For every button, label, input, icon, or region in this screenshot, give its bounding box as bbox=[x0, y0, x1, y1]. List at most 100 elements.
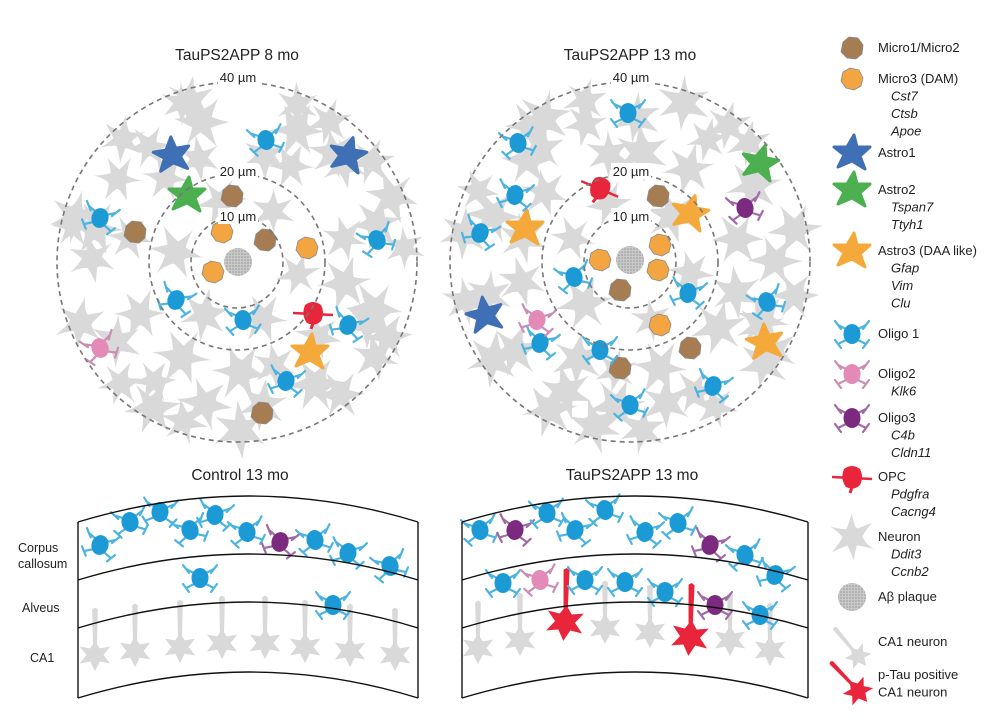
dam-microglia-icon bbox=[648, 233, 672, 257]
label-alveus: Alveus bbox=[22, 601, 60, 615]
dam-microglia-icon bbox=[840, 67, 864, 91]
legend-gene: Klk6 bbox=[891, 384, 917, 399]
legend-gene: C4b bbox=[891, 428, 915, 443]
amyloid-plaque-icon bbox=[224, 248, 252, 276]
dam-microglia-icon bbox=[210, 220, 234, 244]
legend-label: Oligo3 bbox=[878, 410, 916, 425]
panel-title: Control 13 mo bbox=[191, 467, 288, 484]
panel-tauPS2APP-8mo: TauPS2APP 8 mo 40 µm 20 µm 10 µm bbox=[43, 47, 433, 467]
legend-gene: Cacng4 bbox=[891, 504, 936, 519]
legend-gene: Vim bbox=[891, 278, 913, 293]
neuron-icon bbox=[144, 221, 208, 283]
panel-title: TauPS2APP 8 mo bbox=[175, 47, 299, 64]
legend-label: p-Tau positive bbox=[878, 667, 958, 682]
legend-label: Aβ plaque bbox=[878, 589, 937, 604]
oligodendrocyte1-icon bbox=[624, 515, 666, 550]
oligodendrocyte1-icon bbox=[226, 515, 268, 550]
oligodendrocyte1-icon bbox=[584, 493, 626, 528]
cell-layer bbox=[78, 496, 412, 672]
legend-label: CA1 neuron bbox=[878, 685, 947, 700]
oligodendrocyte1-icon bbox=[314, 590, 352, 621]
neuron-icon bbox=[89, 149, 147, 209]
legend-item-oligo1: Oligo 1 bbox=[833, 319, 919, 350]
legend-label: Astro3 (DAA like) bbox=[878, 243, 977, 258]
ring-label-10: 10 µm bbox=[613, 209, 649, 224]
dam-microglia-icon bbox=[201, 260, 225, 284]
astrocyte2-icon bbox=[832, 170, 872, 208]
ring-label-10: 10 µm bbox=[220, 209, 256, 224]
ca1-neuron-icon bbox=[289, 599, 321, 664]
neuron-icon bbox=[830, 513, 874, 561]
oligodendrocyte1-icon bbox=[494, 178, 536, 213]
ca1-neuron-icon bbox=[164, 599, 196, 664]
oligodendrocyte1-icon bbox=[459, 513, 501, 548]
oligodendrocyte1-icon bbox=[294, 523, 336, 558]
legend-gene: Apoe bbox=[890, 124, 921, 139]
ca1-neuron-icon bbox=[379, 607, 411, 672]
tissue-bands bbox=[461, 495, 809, 699]
oligodendrocyte3-icon bbox=[494, 513, 536, 548]
legend-gene: Ddit3 bbox=[891, 547, 922, 562]
dam-microglia-icon bbox=[295, 236, 319, 260]
opc-icon bbox=[830, 464, 874, 495]
ring-label-40: 40 µm bbox=[220, 70, 256, 85]
oligodendrocyte1-icon bbox=[606, 567, 644, 598]
cell-layer bbox=[459, 493, 796, 667]
label-callosum: callosum bbox=[18, 557, 67, 571]
legend-label: Astro2 bbox=[878, 182, 916, 197]
oligodendrocyte1-icon bbox=[484, 568, 522, 599]
oligodendrocyte1-icon bbox=[181, 563, 219, 594]
legend-item-ca1: CA1 neuron bbox=[824, 619, 947, 674]
dam-microglia-icon bbox=[646, 258, 670, 282]
legend-gene: Ccnb2 bbox=[891, 564, 929, 579]
panel-control-13mo: Control 13 mo bbox=[77, 467, 419, 699]
neuron-icon bbox=[169, 279, 240, 350]
legend-label: Oligo 1 bbox=[878, 326, 919, 341]
neuron-icon bbox=[549, 267, 620, 340]
microglia-icon bbox=[608, 278, 632, 302]
legend-label: Astro1 bbox=[878, 145, 916, 160]
label-corpus: Corpus bbox=[18, 541, 58, 555]
microglia-icon bbox=[678, 336, 702, 360]
oligodendrocyte2-icon bbox=[519, 563, 561, 598]
label-ca1: CA1 bbox=[30, 651, 54, 665]
legend-label: Neuron bbox=[878, 529, 921, 544]
oligodendrocyte2-icon bbox=[833, 359, 871, 390]
astrocyte1-icon bbox=[832, 133, 872, 171]
legend-gene: Tspan7 bbox=[891, 200, 934, 215]
oligodendrocyte1-icon bbox=[169, 511, 212, 550]
ca1-neuron-icon bbox=[206, 595, 238, 660]
astrocyte3-icon bbox=[832, 231, 872, 269]
panel-tauPS2APP-13mo-hippocampus: TauPS2APP 13 mo bbox=[459, 467, 809, 699]
amyloid-plaque-icon bbox=[616, 246, 644, 274]
legend-gene: Ttyh1 bbox=[891, 217, 924, 232]
panel-title: TauPS2APP 13 mo bbox=[564, 47, 696, 64]
legend-gene: Pdgfra bbox=[891, 487, 929, 502]
panel-title: TauPS2APP 13 mo bbox=[566, 467, 698, 484]
legend-gene: Cldn11 bbox=[891, 445, 931, 460]
neuron-icon bbox=[710, 213, 765, 265]
oligodendrocyte1-icon bbox=[78, 526, 121, 565]
cell-layer bbox=[429, 68, 830, 460]
ring-label-20: 20 µm bbox=[613, 164, 649, 179]
ptau-ca1-neuron-icon bbox=[670, 581, 713, 658]
ptau-ca1-neuron-icon bbox=[821, 651, 878, 711]
legend-label: Micro1/Micro2 bbox=[878, 40, 960, 55]
ca1-neuron-icon bbox=[249, 595, 281, 660]
cell-layer bbox=[43, 72, 433, 467]
ca1-neuron-icon bbox=[79, 607, 111, 672]
panel-tauPS2APP-13mo: TauPS2APP 13 mo 40 µm 20 µm 10 µm bbox=[429, 47, 830, 460]
oligodendrocyte2-icon bbox=[516, 303, 558, 338]
ring-label-40: 40 µm bbox=[613, 70, 649, 85]
ca1-neuron-icon bbox=[462, 600, 494, 665]
oligodendrocyte1-icon bbox=[369, 547, 412, 586]
layer-labels: Corpus callosum Alveus CA1 bbox=[18, 541, 67, 665]
oligodendrocyte1-icon bbox=[657, 506, 699, 541]
